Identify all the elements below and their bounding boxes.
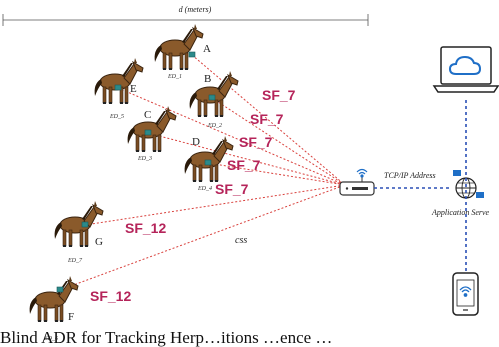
distance-label: d (meters) [179, 5, 212, 14]
figure-caption: Blind ADR for Tracking Herp…itions …ence… [0, 328, 333, 347]
device-id: ED_4 [197, 185, 212, 192]
end-device-e: E ED_5 [94, 57, 144, 120]
device-letter: G [95, 236, 103, 248]
link-f [59, 184, 346, 291]
css-label: css [235, 235, 247, 246]
laptop [432, 46, 499, 93]
distance-bracket: d (meters) [2, 5, 369, 26]
end-device-f: F ED_6 [29, 275, 79, 342]
wifi-icon [356, 168, 368, 178]
server-label: Application Serve [431, 208, 490, 217]
link-c [147, 132, 346, 186]
wifi-icon [459, 286, 472, 297]
server-node-icon [453, 170, 461, 176]
device-id: ED_7 [67, 258, 83, 264]
device-id: ED_1 [167, 74, 182, 80]
end-device-b: B ED_2 [189, 70, 239, 129]
application-server: Application Serve [431, 170, 490, 217]
end-device-a: A ED_1 [154, 23, 211, 80]
end-device-g: G ED_7 [54, 200, 104, 264]
device-letter: B [204, 73, 211, 85]
device-letter: F [68, 311, 74, 323]
device-letter: C [144, 109, 151, 121]
sf-label: SF_7 [262, 87, 296, 103]
sf-label: SF_7 [250, 111, 284, 127]
end-device-d: D ED_4 [184, 135, 234, 192]
end-device-c: C ED_3 [127, 105, 177, 162]
link-b [211, 97, 346, 186]
sf-label: SF_12 [125, 220, 166, 236]
device-letter: D [192, 136, 200, 148]
laptop-base [432, 85, 499, 93]
device-id: ED_5 [109, 114, 124, 120]
smartphone [452, 272, 479, 316]
cloud-icon [448, 55, 482, 75]
device-letter: E [130, 83, 137, 95]
link-d [207, 162, 346, 186]
link-e [117, 87, 346, 186]
sf-label: SF_12 [90, 288, 131, 304]
sf-label: SF_7 [215, 181, 249, 197]
tcp-ip-label: TCP/IP Address [384, 171, 436, 180]
lora-links [59, 54, 346, 291]
sf-label: SF_7 [239, 134, 273, 150]
device-letter: A [203, 43, 211, 55]
gateway [339, 168, 375, 196]
device-id: ED_3 [137, 156, 152, 162]
link-a [191, 54, 346, 186]
device-id: ED_6 [43, 336, 58, 342]
server-node-icon [476, 192, 484, 198]
device-id: ED_2 [207, 123, 222, 129]
sf-label: SF_7 [227, 157, 261, 173]
